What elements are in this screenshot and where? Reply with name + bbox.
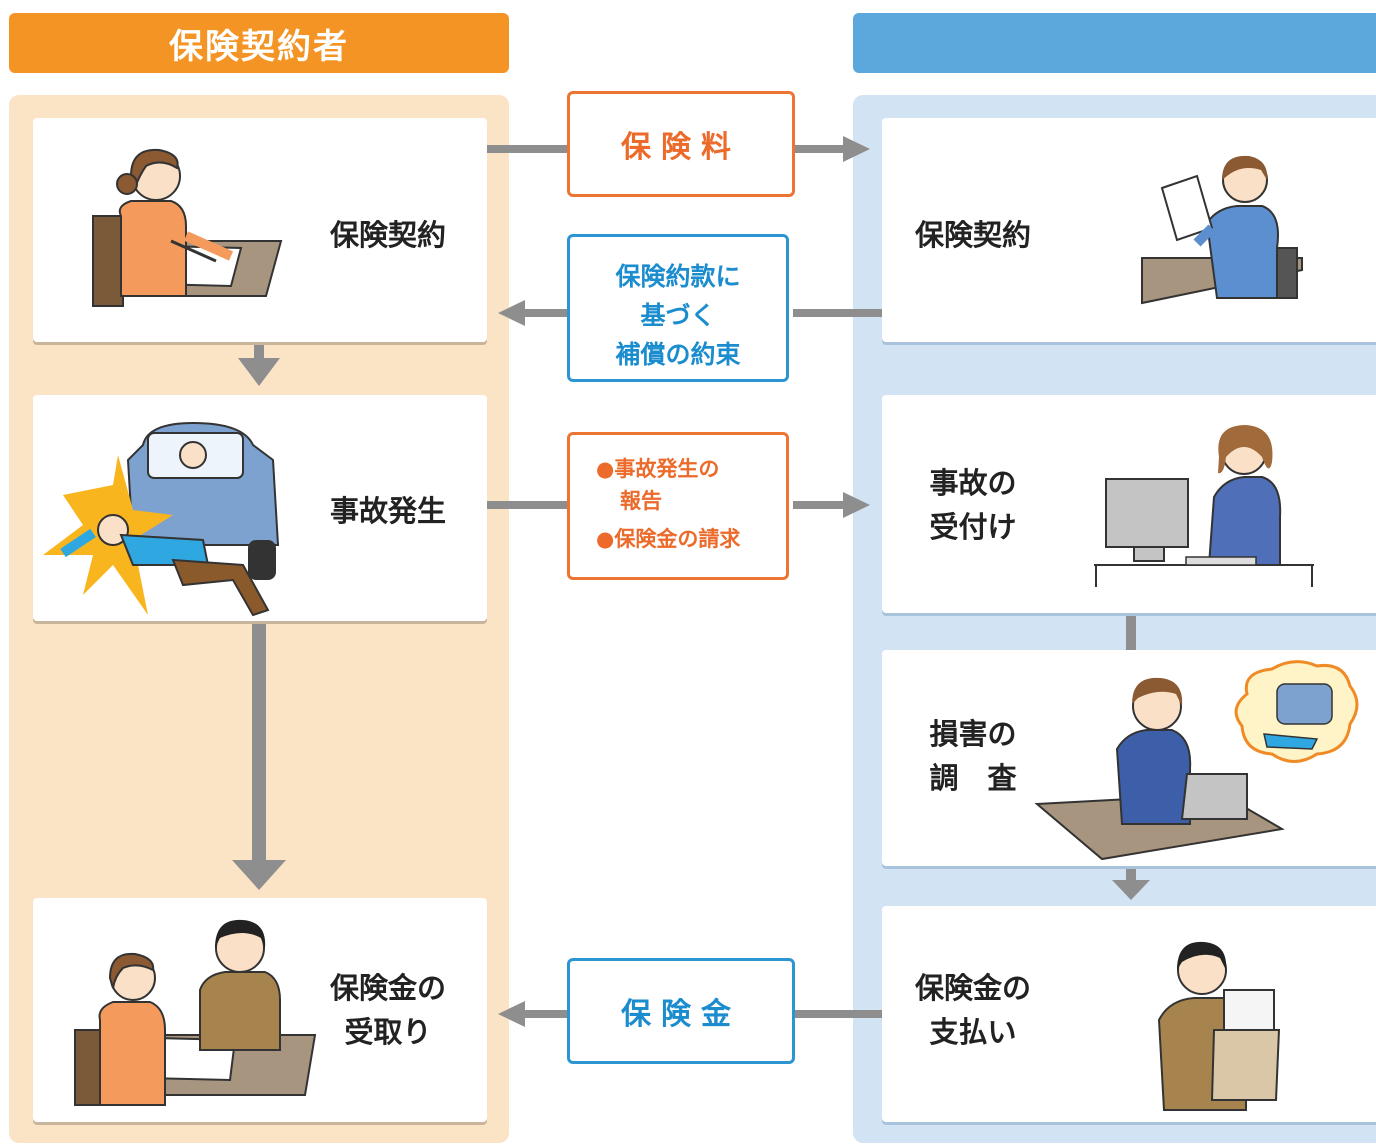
accident-report-box: ●事故発生の 報告 ●保険金の請求 <box>567 432 789 580</box>
promise-arrowhead <box>498 300 525 326</box>
left-flow-bar-2 <box>252 622 266 862</box>
report-connector-left <box>487 501 569 509</box>
receive-payment-label: 保険金の 受取り <box>313 966 463 1054</box>
right-flow-arrowhead <box>1112 880 1150 900</box>
clerk-reading-illustration <box>1141 155 1303 305</box>
policyholder-header: 保険契約者 <box>9 13 509 73</box>
card-damage-investigation: 損害の 調 査 <box>882 650 1376 866</box>
payment-label-line2: 支払い <box>929 1015 1017 1049</box>
card-insurance-payment: 保険金の 支払い <box>882 906 1376 1122</box>
left-flow-arrowhead-1 <box>238 358 280 386</box>
card-accident-reception: 事故の 受付け <box>882 395 1376 613</box>
investigation-label: 損害の 調 査 <box>898 712 1048 800</box>
premium-connector-left <box>487 145 569 153</box>
promise-line2: 基づく <box>640 301 716 330</box>
report-item-1-line2: 報告 <box>620 489 662 513</box>
payment-label-line1: 保険金の <box>914 971 1031 1005</box>
investigation-label-line1: 損害の <box>929 717 1017 751</box>
woman-signing-illustration <box>92 148 283 307</box>
payment-clerk-illustration <box>1157 941 1281 1111</box>
clerk-computer-illustration <box>1094 425 1314 587</box>
policyholder-contract-label: 保険契約 <box>329 218 446 252</box>
receive-payment-label-line1: 保険金の <box>329 971 446 1005</box>
insurer-header <box>853 13 1376 73</box>
report-arrowhead <box>843 492 870 518</box>
promise-connector-left <box>524 309 569 317</box>
receive-payment-label-line2: 受取り <box>344 1015 432 1049</box>
investigator-illustration <box>1034 660 1359 861</box>
report-item-2: ●保険金の請求 <box>596 523 786 555</box>
reception-label-line2: 受付け <box>929 510 1017 544</box>
promise-line3: 補償の約束 <box>615 340 741 369</box>
card-accident: 事故発生 <box>33 395 487 621</box>
report-item-1-line1: 事故発生の <box>614 457 720 481</box>
premium-box: 保険料 <box>567 91 795 197</box>
promise-connector-right <box>793 309 883 317</box>
premium-connector-right <box>793 145 845 153</box>
car-accident-illustration <box>43 421 280 617</box>
receive-payment-illustration <box>74 919 317 1106</box>
right-flow-bar-2 <box>1126 866 1136 886</box>
left-flow-arrowhead-2 <box>232 860 286 890</box>
bullet-icon: ● <box>596 457 615 481</box>
payout-arrowhead <box>498 1001 525 1027</box>
insurer-contract-label: 保険契約 <box>914 218 1031 252</box>
card-receive-payment: 保険金の 受取り <box>33 898 487 1122</box>
coverage-promise-box: 保険約款に 基づく 補償の約束 <box>567 234 789 382</box>
bullet-icon: ● <box>596 527 615 551</box>
right-flow-bar-1 <box>1126 614 1136 654</box>
card-insurer-contract: 保険契約 <box>882 118 1376 342</box>
payout-connector-left <box>524 1010 569 1018</box>
payout-box: 保険金 <box>567 958 795 1064</box>
report-connector-right <box>793 501 845 509</box>
premium-arrowhead <box>843 136 870 162</box>
payout-connector-right <box>793 1010 883 1018</box>
promise-line1: 保険約款に <box>615 262 741 291</box>
accident-label: 事故発生 <box>329 494 446 528</box>
reception-label: 事故の 受付け <box>898 461 1048 549</box>
left-flow-bar-1 <box>254 342 264 370</box>
report-item-1: ●事故発生の <box>596 453 786 485</box>
card-policyholder-contract: 保険契約 <box>33 118 487 342</box>
reception-label-line1: 事故の <box>929 466 1017 500</box>
payment-label: 保険金の 支払い <box>898 966 1048 1054</box>
report-item-2-text: 保険金の請求 <box>614 527 741 551</box>
investigation-label-line2: 調 査 <box>929 761 1017 795</box>
